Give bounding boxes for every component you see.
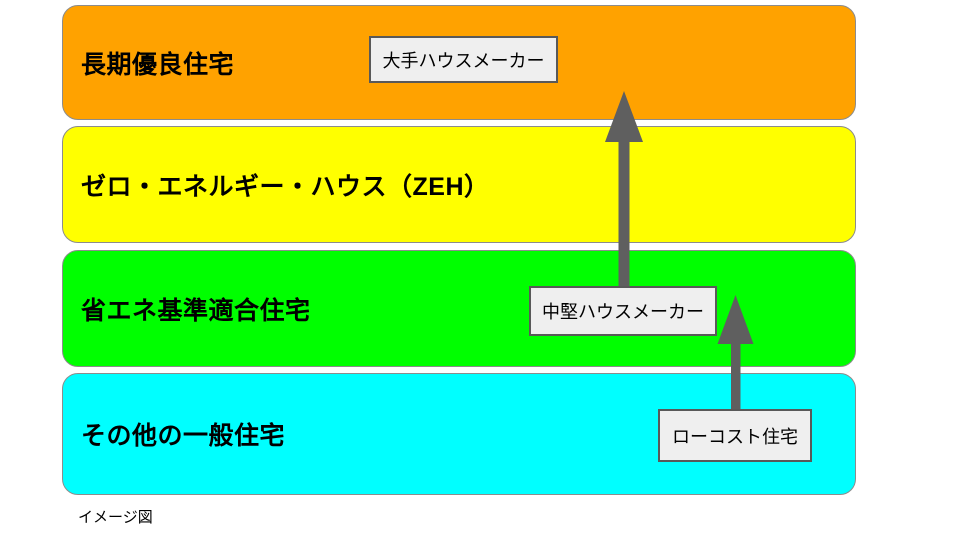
label-lowcost-housing: ローコスト住宅 [672,426,798,447]
label-midsize-house-maker: 中堅ハウスメーカー [542,302,704,322]
band-zero-energy-house: ゼロ・エネルギー・ハウス（ZEH） [62,126,856,243]
band-label-long-term-quality-housing: 長期優良住宅 [81,50,235,79]
band-label-energy-standard-compliant-housing: 省エネ基準適合住宅 [81,296,311,325]
label-box-lowcost-housing: ローコスト住宅 [658,409,812,462]
band-energy-standard-compliant-housing: 省エネ基準適合住宅 [62,250,856,367]
label-box-midsize-house-maker: 中堅ハウスメーカー [529,286,717,336]
label-major-house-maker: 大手ハウスメーカー [382,50,545,71]
caption-image-note: イメージ図 [78,509,153,526]
label-box-major-house-maker: 大手ハウスメーカー [369,36,558,83]
band-label-other-general-housing: その他の一般住宅 [81,422,286,450]
band-label-zero-energy-house: ゼロ・エネルギー・ハウス（ZEH） [81,172,490,201]
